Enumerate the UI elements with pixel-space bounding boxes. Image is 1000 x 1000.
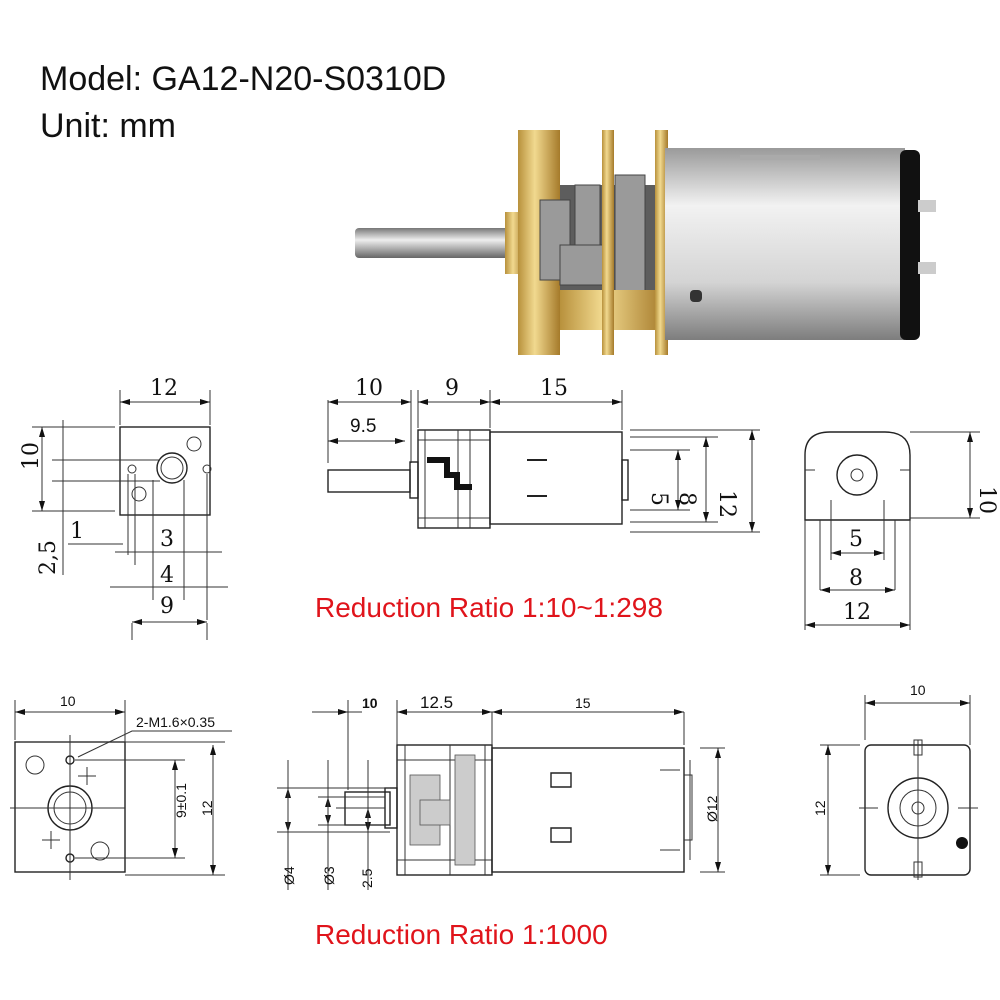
dimension-label: 10 xyxy=(355,376,383,401)
top-side-view: 10 9.5 9 15 5 8 12 xyxy=(327,376,760,533)
dimension-label: 1 xyxy=(70,519,84,544)
dimension-label: 12 xyxy=(150,376,178,401)
dimension-label: 12 xyxy=(714,490,739,518)
model-label: Model: GA12-N20-S0310D xyxy=(40,60,446,98)
reduction-ratio-top: Reduction Ratio 1:10~1:298 xyxy=(315,592,663,623)
dimension-label: Model: xyxy=(40,60,142,98)
bottom-end-view: 10 12 xyxy=(812,682,978,880)
dimension-label: 9 xyxy=(160,594,174,619)
dimension-label: 2-M1.6×0.35 xyxy=(136,714,215,730)
dimension-label: 9±0.1 xyxy=(173,783,189,818)
bottom-side-view: 10 12.5 15 Ø4 Ø3 2.5 Ø12 xyxy=(277,693,725,890)
dimension-label: Ø4 xyxy=(281,866,297,885)
dimension-label: 12 xyxy=(843,600,871,625)
dimension-label: 10 xyxy=(910,682,926,698)
dimension-label: 8 xyxy=(674,492,699,506)
dimension-label: 15 xyxy=(575,695,591,711)
dimension-label: Ø12 xyxy=(704,795,720,822)
dimension-label: 9 xyxy=(445,376,459,401)
dimension-label: Ø3 xyxy=(321,866,337,885)
dimension-label: 2,5 xyxy=(36,540,61,575)
dimension-label: 12 xyxy=(199,800,215,816)
bottom-front-view: 10 2-M1.6×0.35 9±0.1 12 xyxy=(10,693,232,880)
dimension-label: 5 xyxy=(646,492,671,506)
motor-photo xyxy=(355,130,936,355)
dimension-label: 10 xyxy=(60,693,76,709)
top-front-view: 12 10 2,5 1 3 4 9 xyxy=(19,376,228,640)
dimension-label: 12 xyxy=(812,800,828,816)
dimension-label: 12.5 xyxy=(420,693,453,712)
dimension-label: 8 xyxy=(849,566,863,591)
dimension-label: GA12-N20-S0310D xyxy=(152,60,447,98)
dimension-label: 5 xyxy=(849,527,863,552)
dimension-label: 4 xyxy=(160,563,174,588)
dimension-label: 2.5 xyxy=(359,868,375,888)
dimension-label: 3 xyxy=(160,527,174,552)
top-end-view: 10 5 8 12 xyxy=(804,431,999,630)
dimension-label: 9.5 xyxy=(350,416,376,437)
unit-label: Unit: mm xyxy=(40,107,176,145)
dimension-label: 10 xyxy=(362,695,378,711)
reduction-ratio-bottom: Reduction Ratio 1:1000 xyxy=(315,919,608,950)
dimension-label: 15 xyxy=(540,376,568,401)
dimension-label: 10 xyxy=(974,486,999,514)
dimension-label: 10 xyxy=(19,442,44,470)
